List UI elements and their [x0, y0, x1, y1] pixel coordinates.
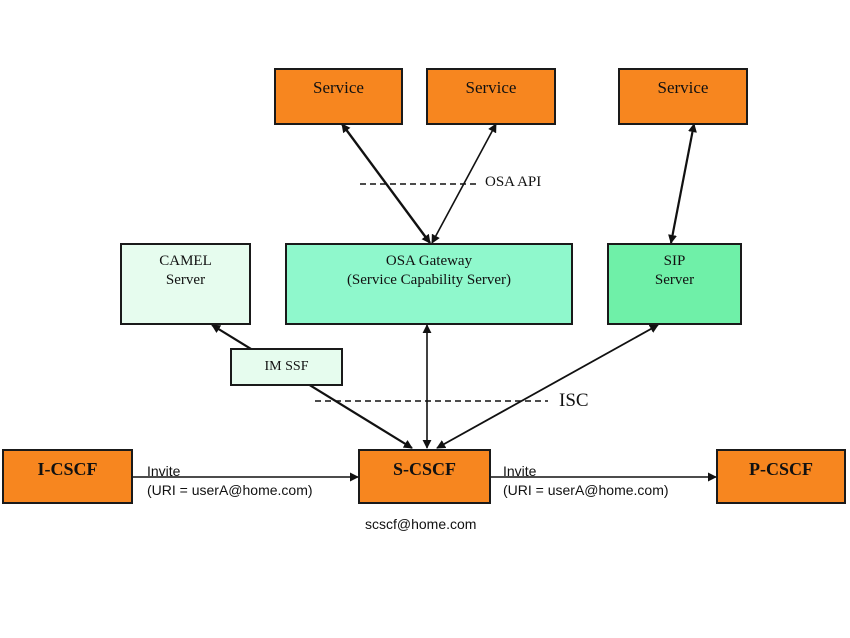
osa-api-label: OSA API — [485, 174, 542, 190]
arrow-service2-osa-gateway — [431, 123, 497, 244]
i-cscf-label: I-CSCF — [37, 459, 98, 479]
invite-right-label: Invite — [503, 463, 537, 479]
service-1-label: Service — [313, 78, 364, 97]
scscf-address-label: scscf@home.com — [365, 516, 477, 532]
camel-server-label: CAMEL Server — [159, 253, 212, 288]
service-2-label: Service — [465, 78, 517, 97]
service-box-3: Service — [618, 68, 748, 125]
arrow-scscf-sip-server — [436, 324, 659, 449]
service-3-label: Service — [657, 78, 709, 97]
service-box-1: Service — [274, 68, 403, 125]
sip-server-box: SIP Server — [607, 243, 742, 325]
arrow-service3-sip-server — [668, 123, 697, 244]
s-cscf-box: S-CSCF — [358, 449, 491, 504]
im-ssf-label: IM SSF — [264, 359, 309, 375]
service-box-2: Service — [426, 68, 556, 125]
arrow-service1-osa-gateway — [341, 123, 431, 244]
s-cscf-label: S-CSCF — [392, 459, 456, 479]
camel-server-box: CAMEL Server — [120, 243, 251, 325]
uri-left-label: (URI = userA@home.com) — [147, 482, 313, 498]
uri-right-label: (URI = userA@home.com) — [503, 482, 669, 498]
sip-server-label: SIP Server — [654, 253, 695, 288]
osa-gateway-box: OSA Gateway (Service Capability Server) — [285, 243, 573, 325]
p-cscf-box: P-CSCF — [716, 449, 846, 504]
i-cscf-box: I-CSCF — [2, 449, 133, 504]
arrow-scscf-camel-server — [211, 324, 413, 449]
invite-left-label: Invite — [147, 463, 181, 479]
osa-gateway-label: OSA Gateway (Service Capability Server) — [346, 253, 512, 288]
isc-label: ISC — [559, 390, 589, 411]
im-ssf-box: IM SSF — [230, 348, 343, 386]
p-cscf-label: P-CSCF — [749, 459, 813, 479]
